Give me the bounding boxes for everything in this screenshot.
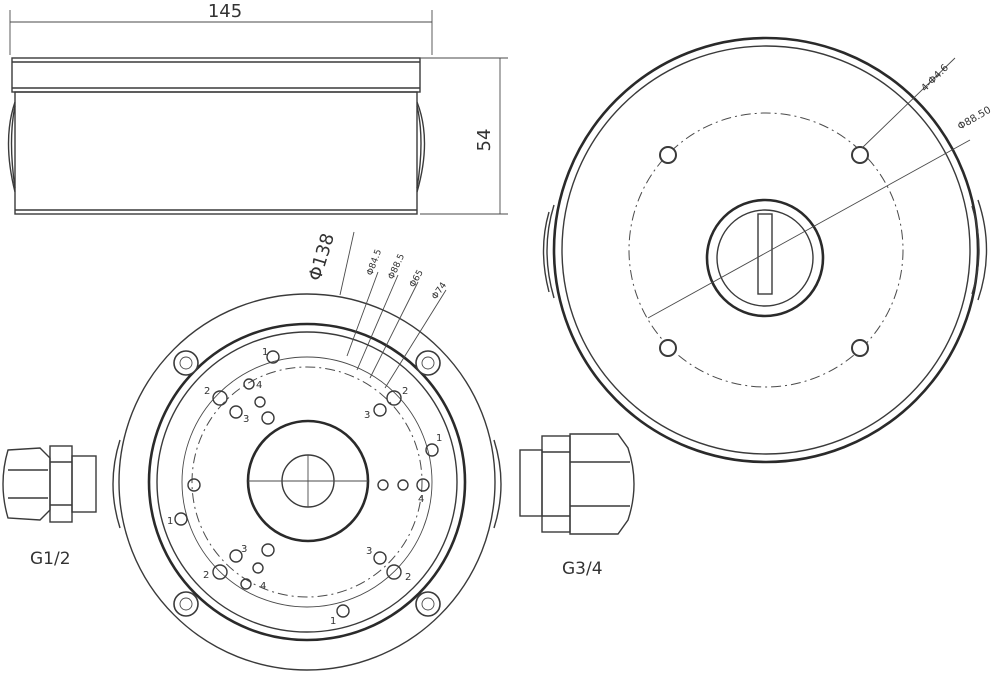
- left-cable-gland: G1/2: [2, 445, 97, 569]
- mount-holes: [174, 350, 439, 618]
- side-view: 145 54: [7, 1, 508, 215]
- svg-text:1: 1: [167, 516, 173, 527]
- svg-text:3: 3: [241, 544, 247, 555]
- svg-text:3: 3: [243, 414, 249, 425]
- svg-text:4: 4: [418, 494, 424, 505]
- center-knob: [705, 198, 825, 318]
- left-gland-label: G1/2: [30, 549, 71, 569]
- svg-text:3: 3: [364, 410, 370, 421]
- mount-hole: [851, 146, 869, 164]
- svg-text:1: 1: [436, 433, 442, 444]
- height-dimension: 54: [474, 129, 495, 152]
- svg-text:2: 2: [204, 386, 210, 397]
- right-gland-label: G3/4: [562, 559, 603, 579]
- svg-text:1: 1: [330, 616, 336, 627]
- cover-view: Φ88.50 4-Φ4.6: [542, 36, 993, 464]
- dim-d4: Φ74: [430, 281, 449, 302]
- corner-screw: [415, 591, 441, 617]
- svg-text:2: 2: [203, 570, 209, 581]
- svg-text:3: 3: [366, 546, 372, 557]
- width-dimension: 145: [208, 1, 242, 22]
- corner-screw: [173, 350, 199, 376]
- mount-hole: [659, 146, 677, 164]
- corner-screw: [173, 591, 199, 617]
- mount-hole: [659, 339, 677, 357]
- mount-hole: [851, 339, 869, 357]
- hole-spec: 4-Φ4.6: [919, 62, 951, 94]
- outer-diameter: Φ138: [305, 231, 339, 284]
- svg-text:2: 2: [405, 572, 411, 583]
- svg-text:1: 1: [262, 347, 268, 358]
- dim-d3: Φ65: [408, 268, 426, 289]
- svg-text:4: 4: [256, 380, 262, 391]
- base-view: 1 4 2 3 2 3 1 4 1 3 2 4 3 2 1 Φ138 Φ84.5…: [112, 231, 502, 671]
- svg-text:4: 4: [260, 581, 266, 592]
- dim-d2: Φ88.5: [387, 252, 408, 281]
- svg-text:2: 2: [402, 386, 408, 397]
- right-cable-gland: G3/4: [519, 433, 635, 579]
- hole-numbers: 1 4 2 3 2 3 1 4 1 3 2 4 3 2 1: [167, 347, 442, 627]
- corner-screw: [415, 350, 441, 376]
- dim-d1: Φ84.5: [365, 248, 384, 277]
- pcd-dimension: Φ88.50: [956, 105, 993, 133]
